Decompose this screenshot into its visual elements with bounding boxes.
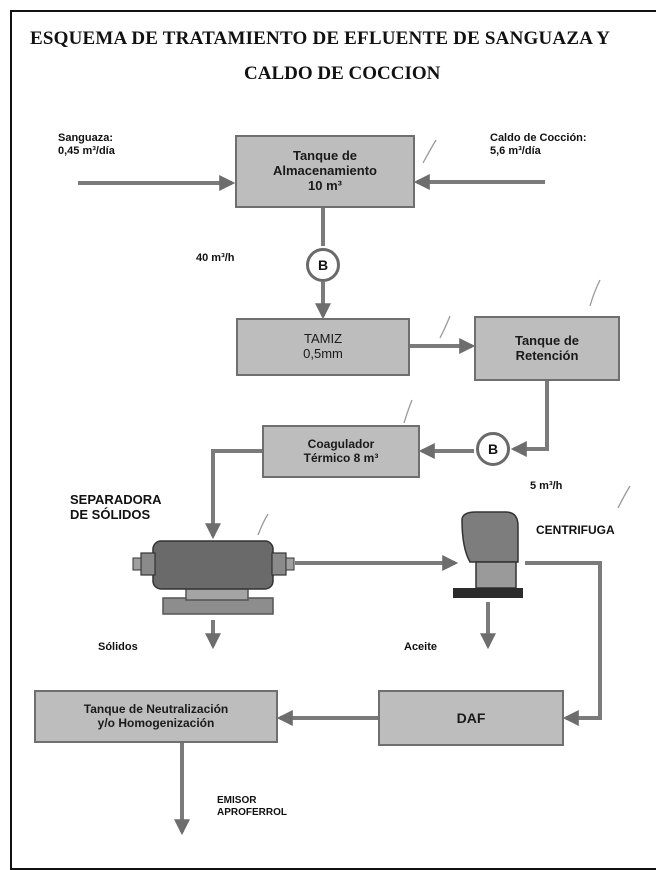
box-daf: DAF (378, 690, 564, 746)
arrow-centrifuga-to-daf (525, 561, 602, 726)
arrow-coagulador-to-separadora (205, 449, 262, 540)
box-tanque-neutralizacion: Tanque de Neutralización y/o Homogenizac… (34, 690, 278, 743)
output-aceite-label: Aceite (404, 641, 438, 653)
flow-connectors (78, 139, 631, 836)
box-tanque-retencion: Tanque de Retención (474, 316, 620, 381)
annotation-mark (257, 513, 269, 536)
diagram-title-line-2: CALDO DE COCCION (244, 63, 441, 84)
box-coagulador-termico: Coagulador Térmico 8 m³ (262, 425, 420, 478)
flow-rate-40: 40 m³/h (196, 252, 235, 264)
annotation-mark (617, 485, 631, 509)
centrifuga-label: CENTRIFUGA (536, 523, 615, 537)
separadora-machine-icon (132, 540, 295, 615)
arrow-retencion-to-pump (510, 381, 549, 457)
centrifuga-machine-icon (453, 511, 523, 598)
input-caldo-label: Caldo de Cocción: 5,6 m³/día (490, 132, 587, 157)
diagram-title-line-1: ESQUEMA DE TRATAMIENTO DE EFLUENTE DE SA… (30, 28, 611, 49)
output-emisor-label: EMISOR APROFERROL (217, 795, 287, 818)
output-solidos-label: Sólidos (98, 641, 138, 653)
box-tamiz: TAMIZ 0,5mm (236, 318, 410, 376)
annotation-mark (422, 139, 437, 164)
pump-1: B (306, 248, 340, 282)
annotation-mark (589, 279, 601, 307)
annotation-mark (403, 399, 413, 424)
input-sanguaza-label: Sanguaza: 0,45 m³/día (58, 132, 115, 157)
separadora-label: SEPARADORA DE SÓLIDOS (70, 492, 162, 522)
annotation-mark (439, 315, 451, 339)
pump-2: B (476, 432, 510, 466)
flow-rate-5: 5 m³/h (530, 480, 563, 492)
box-tanque-almacenamiento: Tanque de Almacenamiento 10 m³ (235, 135, 415, 208)
